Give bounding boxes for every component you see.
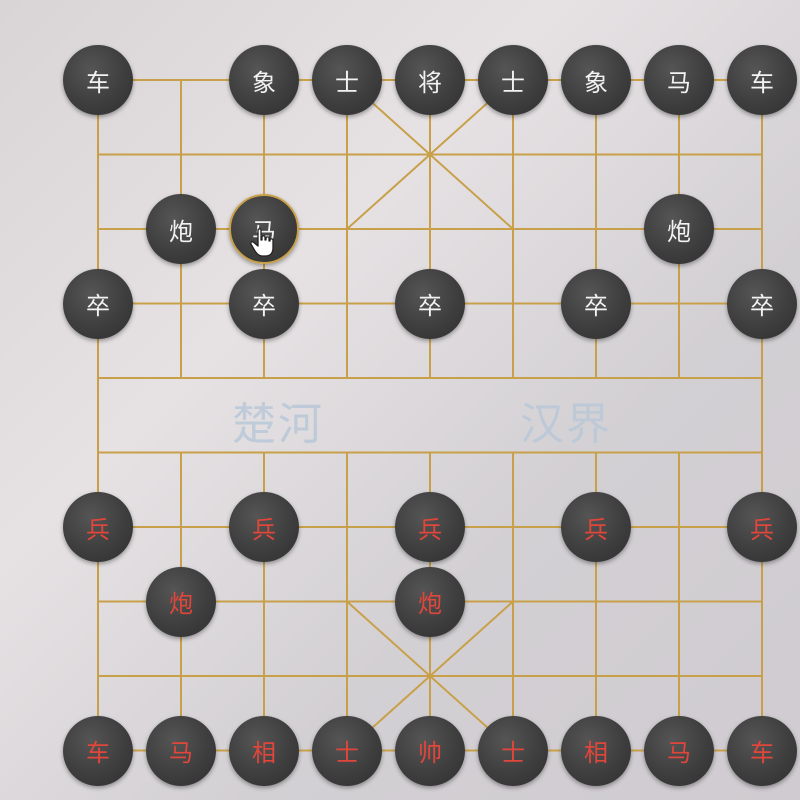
piece-label: 相 [252, 739, 276, 767]
piece-black-cannon-right[interactable]: 炮 [644, 194, 714, 264]
piece-label: 卒 [584, 292, 608, 320]
piece-red-advisor-right[interactable]: 士 [478, 715, 548, 786]
piece-label: 帅 [418, 739, 442, 767]
piece-label: 炮 [667, 217, 691, 246]
piece-black-soldier-2[interactable]: 卒 [229, 268, 299, 339]
piece-label: 马 [667, 739, 691, 767]
piece-label: 车 [750, 739, 774, 767]
piece-black-horse-right[interactable]: 马 [644, 45, 714, 115]
piece-black-chariot-right[interactable]: 车 [727, 45, 797, 115]
piece-black-soldier-4[interactable]: 卒 [561, 268, 631, 339]
hand-pointer-icon [250, 228, 274, 257]
piece-black-general[interactable]: 将 [395, 45, 465, 115]
piece-red-elephant-right[interactable]: 相 [561, 715, 631, 786]
river-label-chu: 楚河 [232, 399, 324, 450]
piece-label: 士 [501, 68, 525, 97]
piece-label: 兵 [584, 515, 608, 544]
piece-black-cannon-left[interactable]: 炮 [146, 194, 216, 264]
piece-red-horse-left[interactable]: 马 [146, 715, 216, 786]
piece-label: 士 [501, 739, 525, 767]
piece-red-elephant-left[interactable]: 相 [229, 715, 299, 786]
river-label-han: 汉界 [520, 399, 612, 450]
piece-label: 车 [86, 68, 110, 97]
piece-red-horse-right[interactable]: 马 [644, 715, 714, 786]
piece-black-chariot-left[interactable]: 车 [63, 45, 133, 115]
piece-black-elephant-left[interactable]: 象 [229, 45, 299, 115]
piece-label: 车 [86, 739, 110, 767]
piece-red-soldier-2[interactable]: 兵 [229, 492, 299, 562]
piece-label: 士 [335, 739, 359, 767]
piece-label: 卒 [418, 292, 442, 320]
piece-black-soldier-5[interactable]: 卒 [727, 268, 797, 339]
piece-label: 炮 [169, 590, 193, 618]
piece-red-chariot-left[interactable]: 车 [63, 715, 133, 786]
piece-label: 马 [169, 739, 193, 767]
piece-label: 马 [667, 68, 691, 97]
palace-diagonal [346, 79, 514, 230]
piece-label: 兵 [252, 515, 276, 544]
piece-red-cannon-left[interactable]: 炮 [146, 566, 216, 637]
piece-label: 象 [252, 68, 276, 97]
piece-label: 炮 [169, 217, 193, 246]
piece-label: 卒 [750, 292, 774, 320]
piece-black-soldier-3[interactable]: 卒 [395, 268, 465, 339]
piece-red-cannon-center[interactable]: 炮 [395, 566, 465, 637]
piece-label: 将 [418, 68, 442, 97]
piece-red-soldier-3[interactable]: 兵 [395, 492, 465, 562]
piece-black-advisor-left[interactable]: 士 [312, 45, 382, 115]
piece-label: 兵 [86, 515, 110, 544]
piece-label: 象 [584, 68, 608, 97]
piece-label: 士 [335, 68, 359, 97]
piece-label: 车 [750, 68, 774, 97]
piece-label: 兵 [418, 515, 442, 544]
piece-label: 相 [584, 739, 608, 767]
board-grid [97, 79, 763, 752]
piece-black-soldier-1[interactable]: 卒 [63, 268, 133, 339]
piece-red-soldier-4[interactable]: 兵 [561, 492, 631, 562]
piece-label: 兵 [750, 515, 774, 544]
piece-red-chariot-right[interactable]: 车 [727, 715, 797, 786]
piece-red-general[interactable]: 帅 [395, 715, 465, 786]
piece-label: 卒 [252, 292, 276, 320]
piece-red-soldier-5[interactable]: 兵 [727, 492, 797, 562]
piece-label: 卒 [86, 292, 110, 320]
palace-diagonal [346, 600, 514, 752]
piece-label: 炮 [418, 590, 442, 618]
piece-black-elephant-right[interactable]: 象 [561, 45, 631, 115]
piece-black-advisor-right[interactable]: 士 [478, 45, 548, 115]
piece-red-advisor-left[interactable]: 士 [312, 715, 382, 786]
piece-red-soldier-1[interactable]: 兵 [63, 492, 133, 562]
